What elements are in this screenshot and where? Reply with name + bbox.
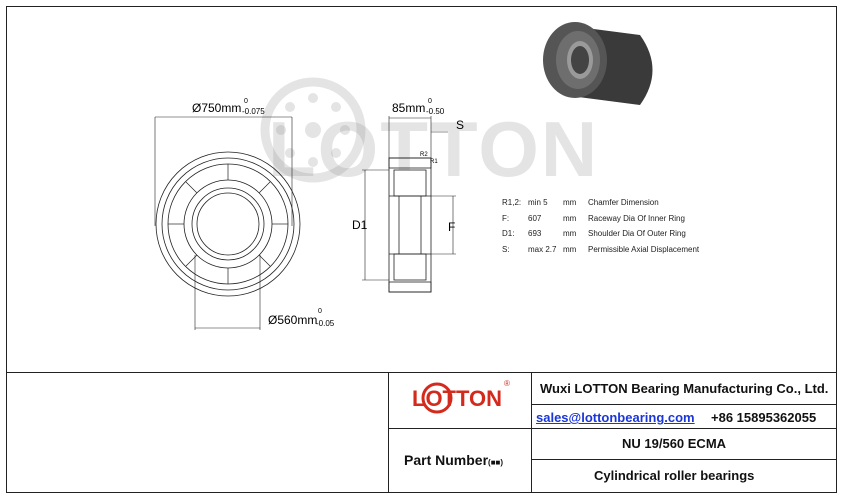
spec-value: max 2.7	[528, 245, 557, 254]
front-dimensions	[154, 116, 293, 330]
r1-label: R1	[430, 159, 438, 165]
part-number-label-suffix: (■■)	[488, 458, 504, 467]
phone-number: +86 15895362055	[711, 410, 817, 425]
logo-registered: ®	[504, 379, 510, 388]
front-view	[155, 151, 301, 297]
spec-symbol: F:	[502, 214, 510, 223]
title-block-divider-mid	[531, 372, 532, 493]
spec-unit: mm	[563, 245, 577, 254]
title-block-top-border	[6, 372, 837, 373]
section-dimensions	[362, 116, 456, 281]
title-block-divider-left	[388, 372, 389, 493]
d1-label: D1	[352, 218, 368, 232]
spec-unit: mm	[563, 198, 577, 207]
inner-tol-upper: 0	[318, 308, 322, 315]
spec-description: Permissible Axial Displacement	[588, 245, 700, 254]
spec-symbol: D1:	[502, 229, 515, 238]
spec-value: 693	[528, 229, 542, 238]
f-label: F	[448, 220, 455, 234]
width-label: 85mm	[392, 101, 425, 115]
spec-unit: mm	[563, 214, 577, 223]
width-tol-upper: 0	[428, 98, 432, 105]
spec-symbol: R1,2:	[502, 198, 522, 207]
spec-symbol: S:	[502, 245, 510, 254]
section-view	[388, 157, 432, 293]
width-tol-lower: -0.50	[426, 107, 445, 116]
logo-text: LOTTON	[412, 386, 502, 411]
inner-dia-label: Ø560mm	[268, 313, 317, 327]
logo-ring-icon	[421, 382, 453, 414]
s-label: S	[456, 118, 464, 132]
part-number-label-text: Part Number	[404, 452, 489, 468]
part-number-label: Part Number(■■)	[404, 452, 503, 468]
part-description: Cylindrical roller bearings	[594, 468, 755, 483]
outer-tol-lower: -0.075	[242, 107, 265, 116]
spec-description: Raceway Dia Of Inner Ring	[588, 214, 685, 223]
company-name: Wuxi LOTTON Bearing Manufacturing Co., L…	[540, 381, 829, 396]
watermark-logo	[260, 77, 366, 183]
outer-tol-upper: 0	[244, 98, 248, 105]
spec-value: 607	[528, 214, 542, 223]
email-link[interactable]: sales@lottonbearing.com	[536, 410, 695, 425]
spec-description: Chamfer Dimension	[588, 198, 659, 207]
spec-unit: mm	[563, 229, 577, 238]
watermark-text: LOTTON	[268, 105, 599, 193]
spec-description: Shoulder Dia Of Outer Ring	[588, 229, 686, 238]
drawing-sheet	[6, 6, 837, 493]
inner-tol-lower: -0.05	[316, 319, 335, 328]
title-block-company-divider	[531, 404, 837, 405]
outer-dia-label: Ø750mm	[192, 101, 241, 115]
lotton-logo: LOTTON ®	[412, 379, 510, 414]
spec-value: min 5	[528, 198, 548, 207]
r2-label: R2	[420, 152, 428, 158]
title-block-row-divider	[388, 428, 837, 429]
part-number: NU 19/560 ECMA	[622, 436, 727, 451]
bearing-render	[543, 22, 653, 105]
title-block-part-divider	[531, 459, 837, 460]
